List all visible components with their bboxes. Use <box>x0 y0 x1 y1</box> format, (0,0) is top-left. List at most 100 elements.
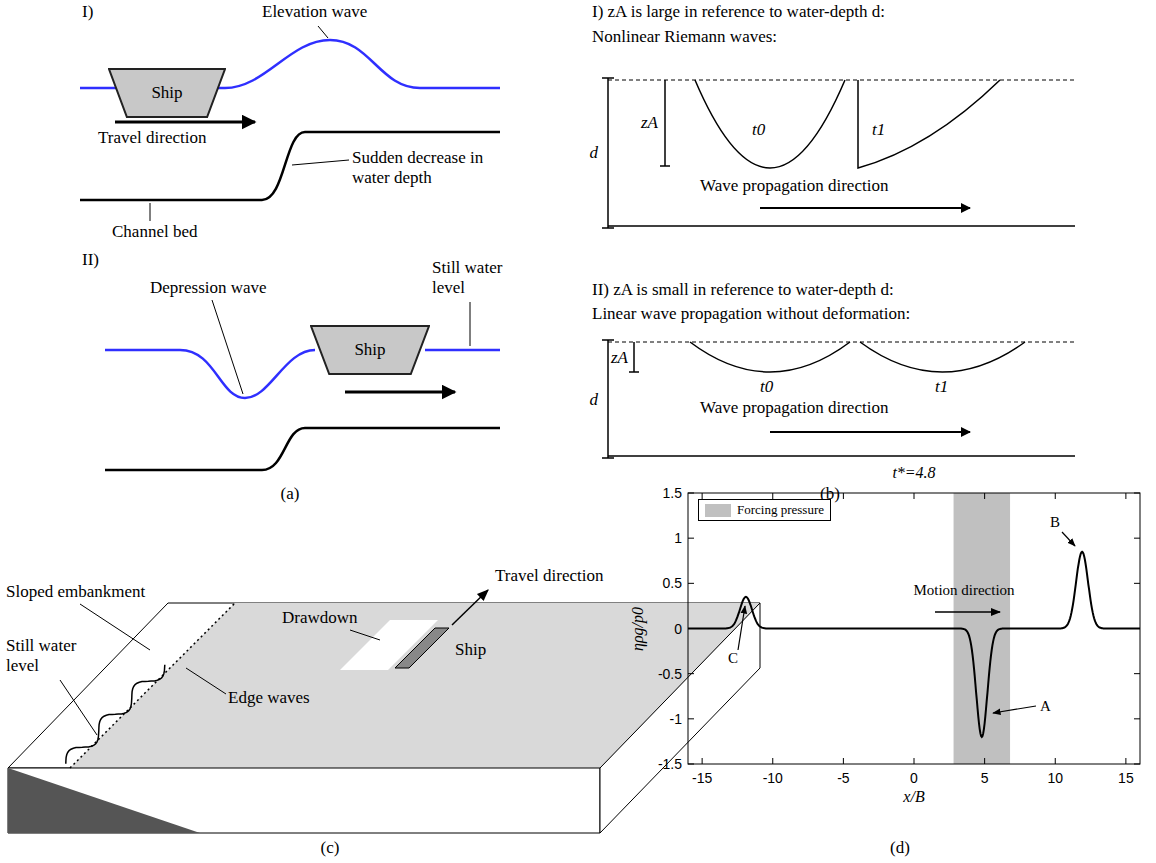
leader-line <box>350 630 380 640</box>
arrow-label: Travel direction <box>98 128 206 148</box>
leader-line <box>60 680 97 735</box>
panel-letter: (d) <box>890 838 910 858</box>
amplitude-label: zA <box>641 113 658 133</box>
tick-label: 5 <box>981 770 989 786</box>
surface-curve <box>688 552 1140 737</box>
embankment-section <box>8 768 200 833</box>
case-heading: I) zA is large in reference to water-dep… <box>592 2 885 22</box>
depth-label: d <box>590 390 599 410</box>
tick-mark <box>688 583 694 584</box>
callout-letter: B <box>1050 514 1060 531</box>
leader-line <box>150 203 151 221</box>
depth-bar <box>602 339 614 341</box>
still-water-line <box>608 80 1075 81</box>
leader-line <box>186 668 226 694</box>
still-water-line <box>608 342 1075 343</box>
ship-symbol <box>395 628 449 668</box>
panel-number: I) <box>82 2 93 22</box>
case-heading: Nonlinear Riemann waves: <box>592 27 777 47</box>
tick-mark <box>1125 493 1126 499</box>
water-surface <box>105 350 315 398</box>
tick-label: -5 <box>837 770 849 786</box>
leader-line <box>212 300 243 394</box>
water-label: Still water level <box>6 636 94 675</box>
tick-mark <box>1134 493 1140 494</box>
propagation-arrow <box>760 207 970 209</box>
tick-label: 1.5 <box>663 485 682 501</box>
tick-label: -15 <box>692 770 712 786</box>
wave-profile <box>858 80 1000 168</box>
hull-shape <box>109 69 225 117</box>
tick-label: 0 <box>910 770 918 786</box>
tick-label: 0.5 <box>663 575 682 591</box>
tick-mark <box>688 718 694 719</box>
tick-label: 0 <box>674 620 682 636</box>
depth-bar <box>602 77 614 79</box>
time-label: t0 <box>752 120 765 140</box>
wave-profile <box>695 80 845 168</box>
tick-mark <box>843 493 844 499</box>
tick-mark <box>702 758 703 764</box>
wave-label: Edge waves <box>228 688 310 708</box>
ship-name: Ship <box>354 340 385 360</box>
tick-label: 10 <box>1047 770 1063 786</box>
tick-mark <box>772 758 773 764</box>
case-heading: II) zA is small in reference to water-de… <box>592 280 894 300</box>
callout-arrow <box>738 606 745 650</box>
tick-mark <box>688 763 694 764</box>
tick-mark <box>1125 758 1126 764</box>
amplitude-bar <box>660 165 670 167</box>
tick-mark <box>1134 763 1140 764</box>
bed-label: Sudden decrease in water depth <box>352 148 502 187</box>
leader-line <box>318 26 328 38</box>
tick-mark <box>984 758 985 764</box>
water-label: Still water level <box>432 258 512 297</box>
tick-label: -1 <box>670 711 682 727</box>
depth-bar <box>602 457 614 459</box>
tick-mark <box>1055 493 1056 499</box>
propagation-arrow <box>770 431 970 433</box>
arrow-label: Wave propagation direction <box>700 176 888 196</box>
hull-shape <box>311 326 429 374</box>
ship-name: Ship <box>151 83 182 103</box>
leader-line <box>80 604 150 650</box>
leader-line <box>292 160 349 165</box>
tick-mark <box>688 493 694 494</box>
tick-mark <box>1134 583 1140 584</box>
travel-arrow <box>345 391 455 394</box>
tick-label: -0.5 <box>658 666 682 682</box>
tick-mark <box>688 673 694 674</box>
travel-arrow <box>452 590 488 625</box>
leader-line <box>470 302 471 346</box>
time-label: t0 <box>760 377 773 397</box>
wave-profile <box>860 342 1025 372</box>
tick-mark <box>984 493 985 499</box>
motion-arrow <box>935 611 1000 613</box>
wave-label: Depression wave <box>150 278 267 298</box>
edge-waves <box>66 665 165 764</box>
time-label: t*=4.8 <box>892 464 935 482</box>
axis-title: ηρg/p0 <box>629 606 647 650</box>
time-label: t1 <box>935 377 948 397</box>
legend-box: Forcing pressure <box>698 499 831 521</box>
ship-hull: Ship <box>108 68 226 118</box>
slope-label: Sloped embankment <box>6 582 145 602</box>
tick-mark <box>1055 758 1056 764</box>
amplitude-bar <box>633 342 635 372</box>
axes-frame <box>688 493 1140 764</box>
depth-bar <box>607 340 609 458</box>
panel-number: II) <box>82 250 99 270</box>
legend-swatch <box>705 504 731 517</box>
wave-label: Elevation wave <box>262 2 367 22</box>
arrow-label: Wave propagation direction <box>700 398 888 418</box>
legend-text: Forcing pressure <box>737 502 824 518</box>
tick-mark <box>914 493 915 499</box>
block-front <box>8 768 600 833</box>
callout-arrow <box>993 706 1036 713</box>
callout-arrow <box>1062 532 1075 546</box>
tick-mark <box>1134 538 1140 539</box>
case-heading: Linear wave propagation without deformat… <box>592 304 910 324</box>
arrow-label: Motion direction <box>913 582 1014 599</box>
travel-arrow <box>115 121 255 124</box>
arrow-label: Travel direction <box>495 566 603 586</box>
